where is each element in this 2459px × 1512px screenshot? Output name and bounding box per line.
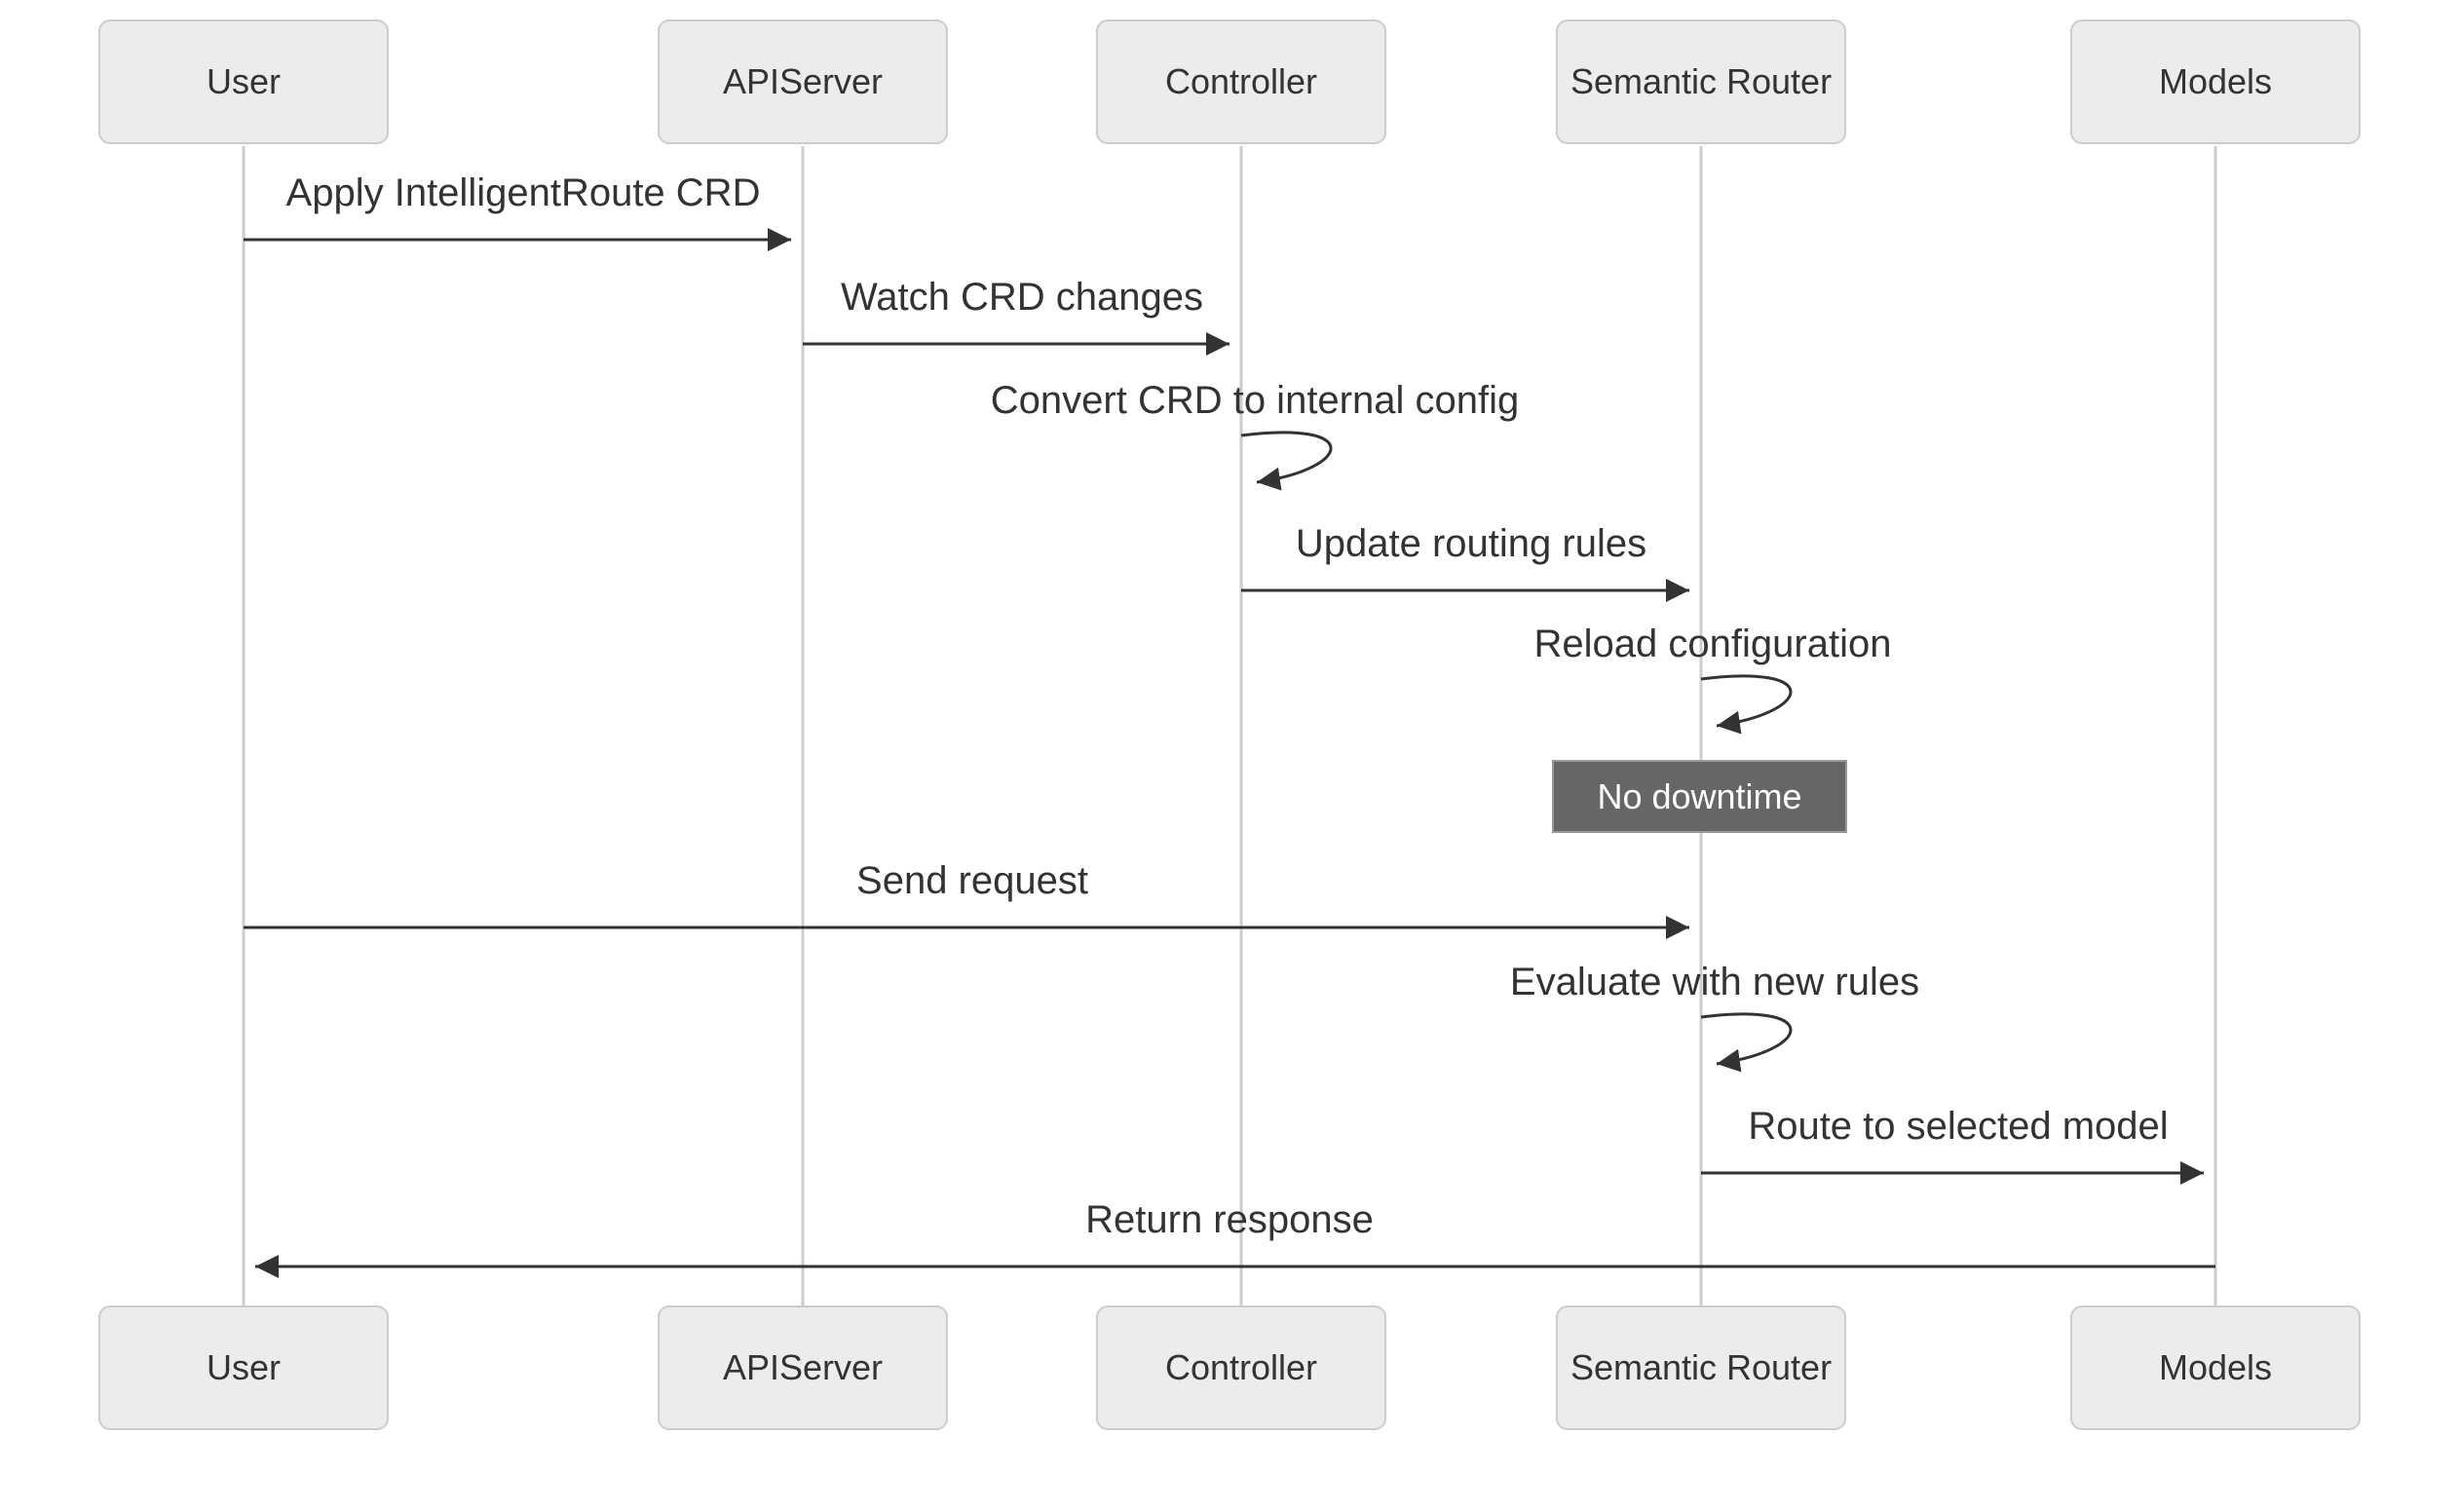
self-loop-semantic-router-reload	[1700, 674, 1793, 735]
note-box-no-downtime: No downtime	[1552, 760, 1847, 833]
actor-label: Models	[2158, 61, 2273, 101]
actor-top-controller: Controller	[1096, 19, 1386, 144]
actor-top-user: User	[98, 19, 389, 144]
actor-top-models: Models	[2070, 19, 2361, 144]
message-label-evaluate-with-new-rules: Evaluate with new rules	[1509, 961, 1920, 1003]
actor-top-semantic-router: Semantic Router	[1556, 19, 1846, 144]
actor-label: Semantic Router	[1570, 61, 1833, 101]
actor-label: User	[206, 1347, 281, 1387]
message-label-route-to-selected-model: Route to selected model	[1748, 1105, 2169, 1148]
actor-top-apiserver: APIServer	[658, 19, 948, 144]
message-label-apply-intelligentroute-crd: Apply IntelligentRoute CRD	[285, 171, 761, 214]
message-label-return-response: Return response	[1085, 1198, 1374, 1241]
actor-bottom-controller: Controller	[1096, 1305, 1386, 1430]
actor-bottom-apiserver: APIServer	[658, 1305, 948, 1430]
actor-label: APIServer	[722, 1347, 884, 1387]
message-label-reload-configuration: Reload configuration	[1533, 623, 1892, 665]
actor-label: User	[206, 61, 281, 101]
note-label: No downtime	[1597, 775, 1802, 816]
actor-label: Models	[2158, 1347, 2273, 1387]
message-label-update-routing-rules: Update routing rules	[1295, 522, 1647, 565]
self-loop-semantic-router-evaluate	[1700, 1012, 1793, 1073]
message-label-send-request: Send request	[856, 859, 1088, 902]
actor-label: APIServer	[722, 61, 884, 101]
actor-label: Controller	[1164, 61, 1318, 101]
actor-label: Controller	[1164, 1347, 1318, 1387]
actor-label: Semantic Router	[1570, 1347, 1833, 1387]
actor-bottom-user: User	[98, 1305, 389, 1430]
message-label-convert-crd: Convert CRD to internal config	[990, 379, 1520, 422]
message-label-watch-crd-changes: Watch CRD changes	[841, 276, 1203, 319]
actor-bottom-semantic-router: Semantic Router	[1556, 1305, 1846, 1430]
self-loop-controller-convert-crd	[1240, 431, 1333, 491]
actor-bottom-models: Models	[2070, 1305, 2361, 1430]
